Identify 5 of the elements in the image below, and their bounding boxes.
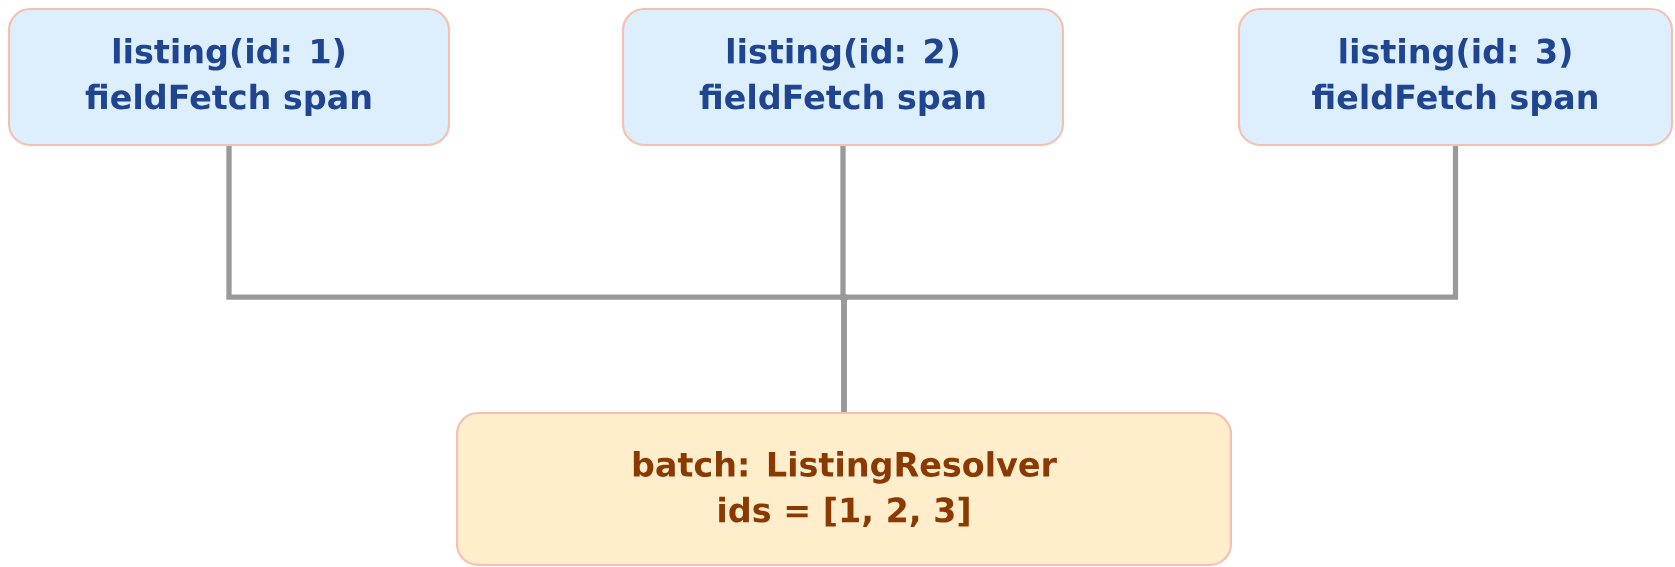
connector-line xyxy=(841,146,1459,412)
batch-box: batch: ListingResolver ids = [1, 2, 3] xyxy=(455,411,1233,567)
process-box: listing(id: 3) fieldFetch span xyxy=(1237,7,1674,147)
process-box: listing(id: 2) fieldFetch span xyxy=(621,7,1065,147)
process-box: listing(id: 1) fieldFetch span xyxy=(7,7,451,147)
